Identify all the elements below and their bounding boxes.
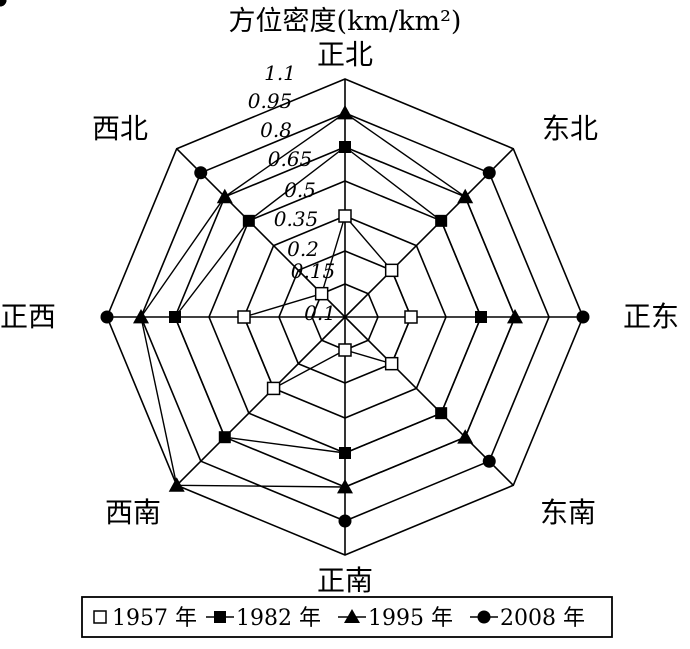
- filled-square-marker: [435, 214, 448, 227]
- tick-labels: 0.10.150.20.350.50.650.80.951.1: [248, 61, 336, 325]
- tick-label: 0.35: [274, 207, 319, 231]
- triangle-marker: [457, 188, 474, 204]
- circle-marker: [0, 0, 7, 7]
- legend-open-square: [93, 610, 107, 624]
- open-square-marker: [314, 286, 329, 301]
- circle-marker: [482, 454, 496, 468]
- grid-spoke: [176, 316, 346, 486]
- triangle-marker: [168, 477, 185, 492]
- circle-marker: [100, 310, 114, 324]
- legend-label: 1995 年: [368, 606, 453, 631]
- filled-square-marker: [169, 311, 181, 323]
- circle-marker: [194, 166, 208, 180]
- legend-label: 1957 年: [112, 606, 197, 631]
- triangle-marker: [133, 309, 149, 324]
- legend-triangle: [344, 609, 360, 623]
- filled-square-marker: [475, 311, 487, 323]
- circle-marker: [576, 310, 590, 324]
- triangle-marker: [457, 429, 474, 444]
- tick-label: 1.1: [264, 61, 296, 85]
- filled-square-marker: [435, 407, 448, 420]
- direction-label: 东南: [540, 496, 596, 529]
- legend-filled-square: [214, 611, 226, 623]
- legend-label: 2008 年: [500, 606, 585, 631]
- direction-label: 正东: [623, 300, 679, 333]
- open-square-marker: [384, 263, 399, 278]
- filled-square-marker: [242, 214, 255, 227]
- filled-square-marker: [339, 447, 351, 459]
- triangle-marker: [507, 309, 523, 324]
- tick-label: 0.95: [248, 89, 293, 113]
- circle-marker: [482, 166, 496, 180]
- direction-label: 西北: [92, 112, 148, 145]
- direction-label: 西南: [105, 496, 161, 529]
- direction-label: 正北: [317, 38, 373, 71]
- direction-label: 正南: [317, 564, 373, 597]
- triangle-marker: [337, 479, 353, 494]
- open-square-marker: [404, 310, 418, 324]
- direction-label: 东北: [542, 112, 598, 145]
- legend: 1957 年 1982 年 1995 年 2008 年: [81, 596, 613, 638]
- tick-label: 0.1: [304, 301, 336, 325]
- open-square-marker: [266, 381, 281, 396]
- direction-label: 正西: [0, 300, 56, 333]
- triangle-marker: [216, 188, 233, 204]
- open-square-marker: [338, 343, 352, 357]
- tick-label: 0.2: [287, 237, 319, 261]
- series-markers: [0, 0, 590, 528]
- triangle-marker: [337, 105, 353, 120]
- filled-square-marker: [339, 141, 351, 153]
- open-square-marker: [338, 209, 352, 223]
- open-square-marker: [237, 310, 251, 324]
- open-square-marker: [384, 356, 399, 371]
- legend-circle: [477, 610, 491, 624]
- filled-square-marker: [218, 431, 231, 444]
- tick-label: 0.8: [260, 118, 292, 142]
- legend-label: 1982 年: [236, 606, 321, 631]
- chart-title: 方位密度(km/km²): [229, 6, 462, 37]
- circle-marker: [338, 514, 352, 528]
